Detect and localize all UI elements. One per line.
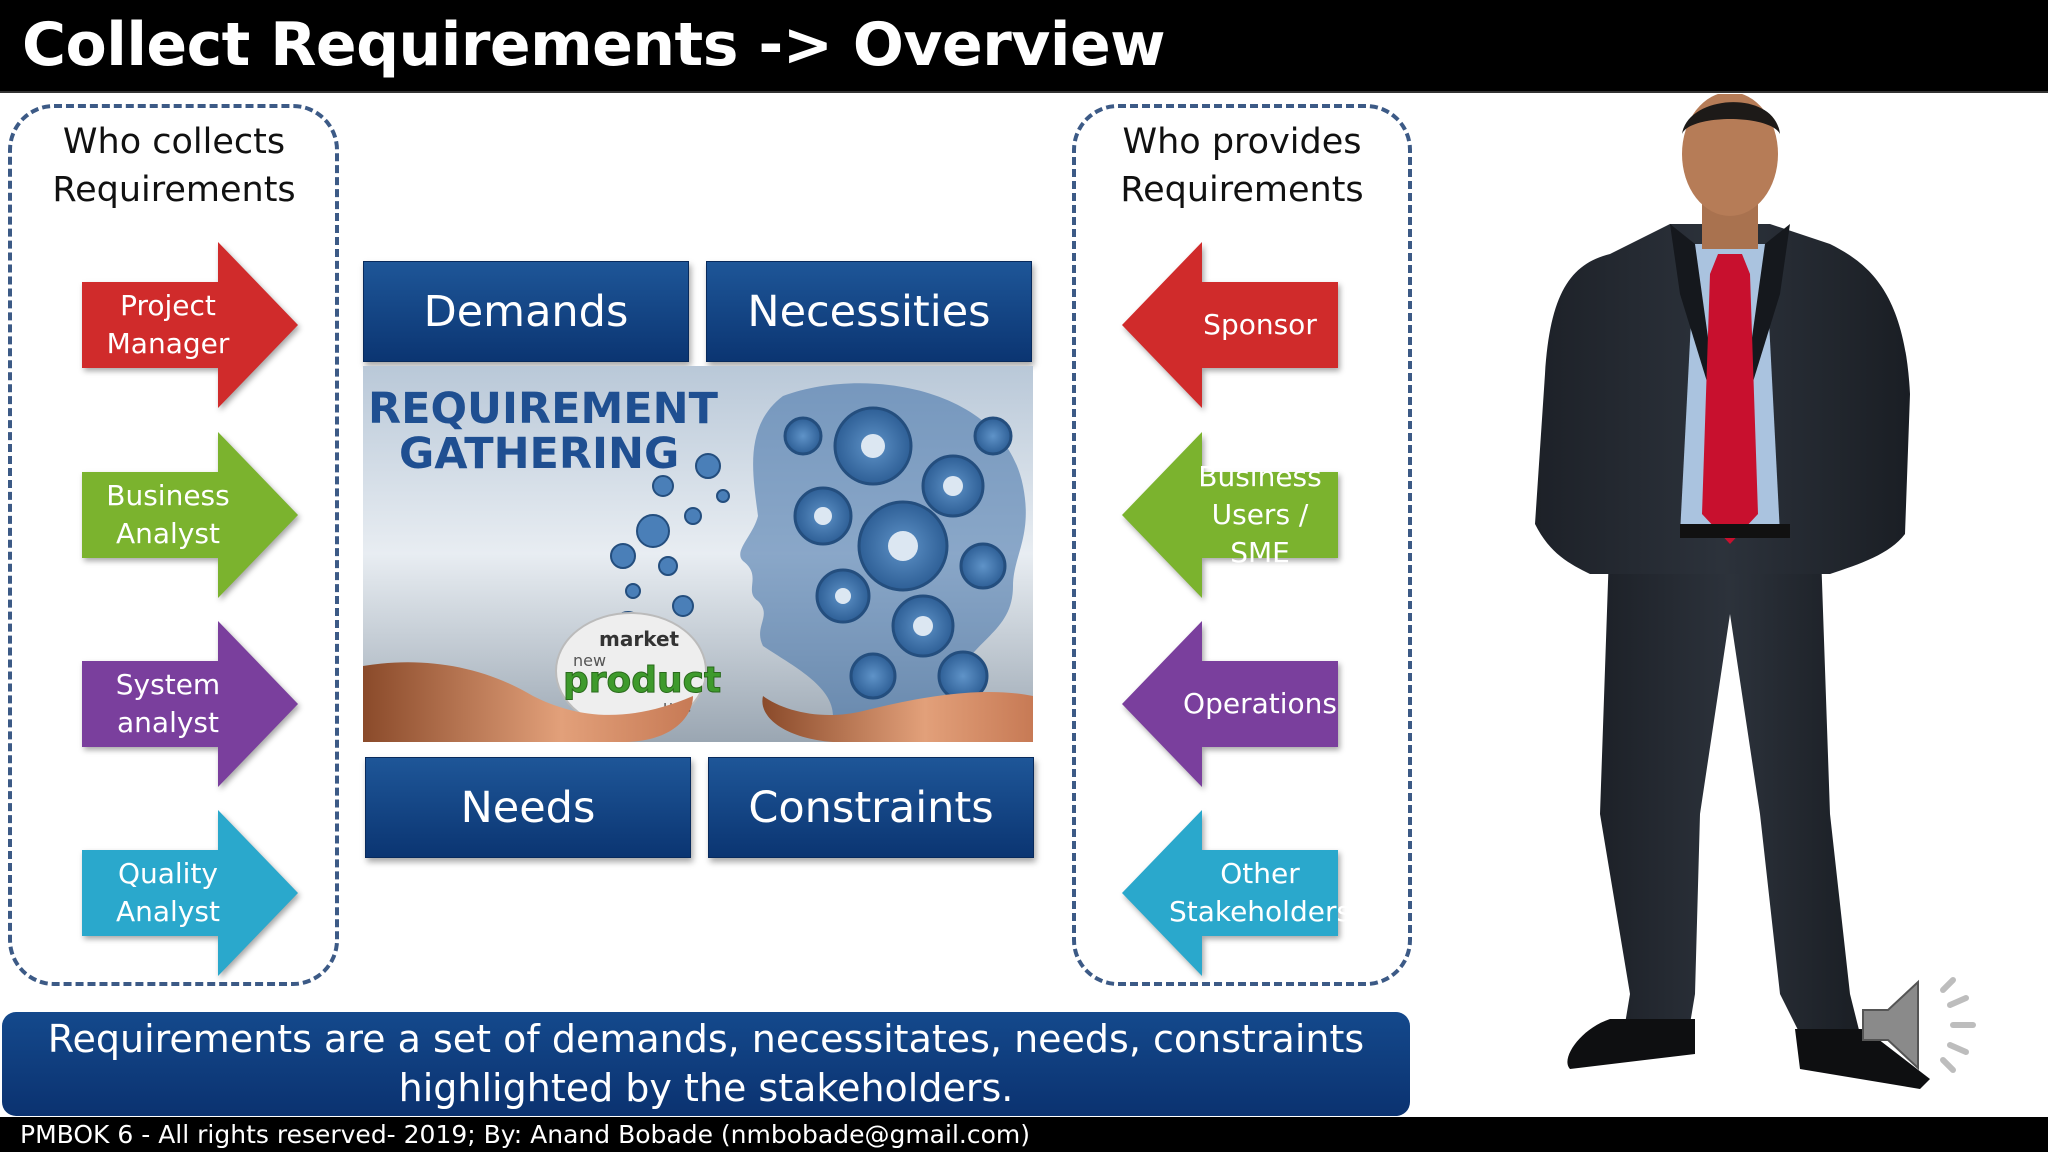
left-arrow-icon (1122, 242, 1338, 408)
left-arrow-icon (1122, 810, 1338, 976)
arrow-label: Quality Analyst (116, 857, 220, 928)
image-word-market: market (599, 627, 680, 651)
right-arrow-icon (82, 432, 298, 598)
image-title-line2: GATHERING (399, 429, 679, 479)
image-word-new: new (573, 651, 606, 670)
summary-line-1: Requirements are a set of demands, neces… (47, 1017, 1365, 1061)
summary-box: Requirements are a set of demands, neces… (2, 1012, 1410, 1116)
arrow-label: Operations (1183, 687, 1337, 720)
gears-head-illustration: REQUIREMENT GATHERING new market product… (363, 366, 1033, 742)
arrow-label: Other Stakeholders (1168, 857, 1352, 928)
arrow-other-stakeholders: Other Stakeholders (1122, 810, 1352, 976)
arrow-sponsor: Sponsor (1122, 242, 1338, 408)
arrow-label: Business Users / SME (1198, 460, 1322, 569)
arrow-project-manager: Project Manager (82, 242, 298, 408)
providers-panel (1072, 104, 1412, 986)
concept-necessities: Necessities (706, 261, 1032, 362)
slide-title: Collect Requirements -> Overview (22, 10, 1166, 80)
arrow-system-analyst: System analyst (82, 621, 298, 787)
arrow-label: System analyst (115, 668, 221, 739)
arrow-quality-analyst: Quality Analyst (82, 810, 298, 976)
concept-needs: Needs (365, 757, 691, 858)
presenter-photo (1530, 94, 1930, 1114)
collectors-panel (8, 104, 339, 986)
footer-text: PMBOK 6 - All rights reserved- 2019; By:… (20, 1120, 1030, 1149)
right-arrow-icon (82, 810, 298, 976)
footer-bar: PMBOK 6 - All rights reserved- 2019; By:… (0, 1117, 2048, 1152)
speaker-volume-icon (1862, 977, 1976, 1073)
arrow-business-analyst: Business Analyst (82, 432, 298, 598)
image-word-product: product (563, 660, 721, 701)
left-arrow-icon (1122, 432, 1338, 598)
title-bar: Collect Requirements -> Overview (0, 0, 2048, 93)
image-title-line1: REQUIREMENT (368, 384, 719, 434)
arrow-label: Sponsor (1203, 308, 1317, 341)
concept-demands: Demands (363, 261, 689, 362)
left-arrow-icon (1122, 621, 1338, 787)
collectors-heading: Who collects Requirements (52, 122, 296, 210)
right-arrow-icon (82, 242, 298, 408)
providers-heading: Who provides Requirements (1120, 122, 1364, 210)
summary-line-2: highlighted by the stakeholders. (398, 1066, 1014, 1110)
arrow-label: Business Analyst (106, 479, 230, 550)
arrow-label: Project Manager (106, 289, 230, 360)
arrow-business-users: Business Users / SME (1122, 432, 1338, 598)
audio-speaker-button[interactable] (1858, 970, 1988, 1080)
requirement-gathering-image: REQUIREMENT GATHERING new market product… (363, 366, 1033, 742)
concept-constraints: Constraints (708, 757, 1034, 858)
arrow-operations: Operations (1122, 621, 1338, 787)
right-arrow-icon (82, 621, 298, 787)
